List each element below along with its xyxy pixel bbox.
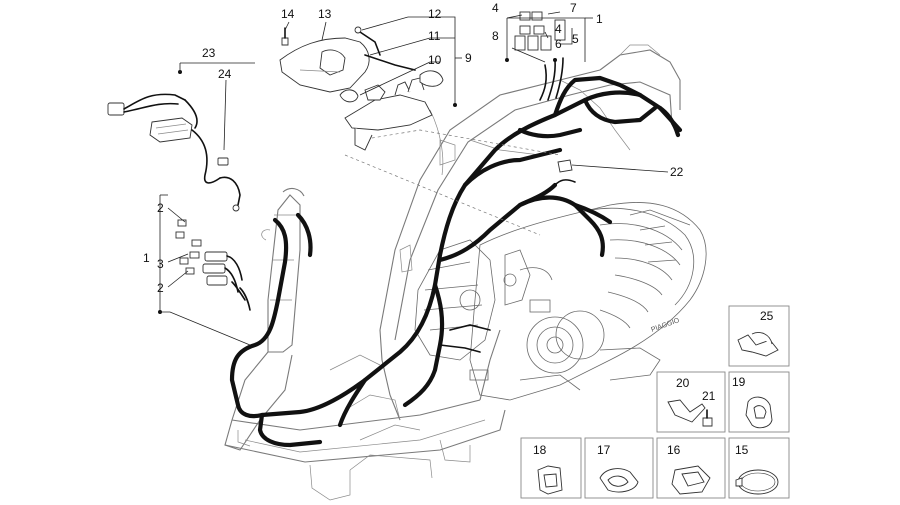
callout-23: 23 bbox=[202, 46, 216, 60]
callout-16: 16 bbox=[667, 443, 681, 457]
callout-22: 22 bbox=[670, 165, 684, 179]
detail-box-17 bbox=[584, 437, 654, 499]
callout-7: 7 bbox=[570, 1, 577, 15]
callout-18: 18 bbox=[533, 443, 547, 457]
callout-9: 9 bbox=[465, 51, 472, 65]
main-wiring-harness bbox=[229, 57, 683, 448]
callout-6: 6 bbox=[555, 37, 562, 51]
fuse-group-left bbox=[175, 219, 243, 293]
callout-13: 13 bbox=[318, 7, 332, 21]
connector-22 bbox=[557, 159, 573, 173]
scooter-frame bbox=[224, 44, 681, 501]
detail-box-15 bbox=[728, 437, 790, 499]
fuse-group-top bbox=[514, 11, 566, 51]
callout-3: 3 bbox=[157, 257, 164, 271]
detail-box-19 bbox=[728, 371, 790, 433]
callout-4-mid: 4 bbox=[555, 22, 562, 36]
engine-brand-mark: PIAGGIO bbox=[650, 317, 681, 334]
detail-box-20-21 bbox=[656, 371, 726, 433]
callout-12: 12 bbox=[428, 7, 442, 21]
dashboard-bracket-assembly bbox=[279, 26, 444, 151]
callout-25: 25 bbox=[760, 309, 774, 323]
detail-box-25 bbox=[728, 305, 790, 367]
callout-11: 11 bbox=[428, 29, 441, 43]
callout-15: 15 bbox=[735, 443, 749, 457]
callout-2-lower: 2 bbox=[157, 281, 164, 295]
callout-10: 10 bbox=[428, 53, 442, 67]
callout-20: 20 bbox=[676, 376, 690, 390]
callout-4-top: 4 bbox=[492, 1, 499, 15]
engine-assembly: PIAGGIO bbox=[414, 202, 707, 401]
callout-17: 17 bbox=[597, 443, 611, 457]
callout-21: 21 bbox=[702, 389, 716, 403]
callout-1-left: 1 bbox=[143, 251, 150, 265]
callout-1-top: 1 bbox=[596, 12, 603, 26]
callout-14: 14 bbox=[281, 7, 295, 21]
callout-19: 19 bbox=[732, 375, 746, 389]
callout-5: 5 bbox=[572, 32, 579, 46]
callout-2-upper: 2 bbox=[157, 201, 164, 215]
dashed-relation-lines bbox=[344, 129, 561, 236]
auxiliary-harness-assembly bbox=[107, 93, 241, 212]
callout-8: 8 bbox=[492, 29, 499, 43]
callout-leaders bbox=[158, 11, 669, 346]
detail-box-16 bbox=[656, 437, 726, 499]
detail-box-18 bbox=[520, 437, 582, 499]
callout-labels: 14 13 12 11 10 9 23 24 4 7 1 8 4 6 5 22 … bbox=[143, 1, 774, 457]
callout-24: 24 bbox=[218, 67, 232, 81]
